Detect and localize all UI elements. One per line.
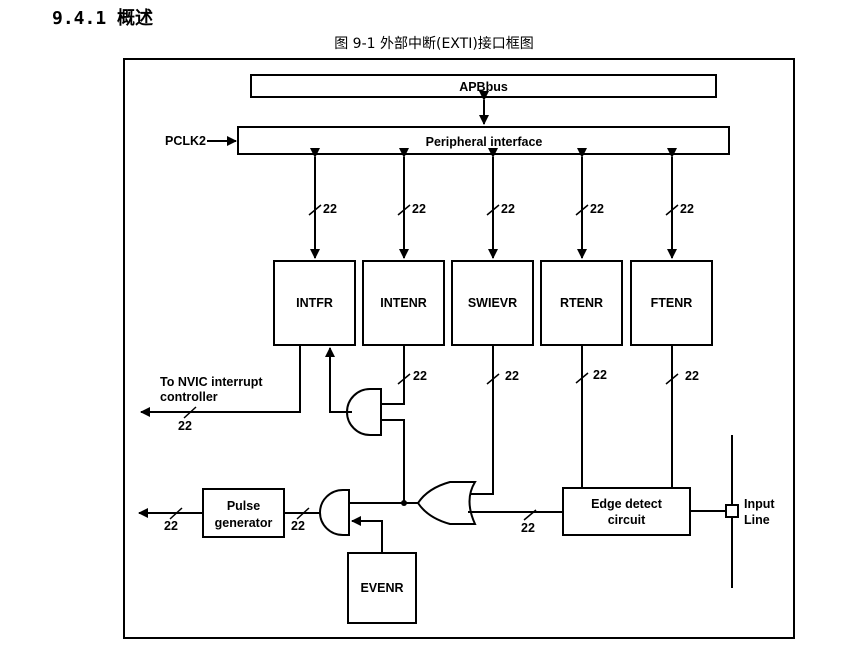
bus-width-label: 22 bbox=[590, 202, 604, 216]
intenr-to-and-line bbox=[381, 345, 405, 405]
bus-width-label: 22 bbox=[505, 369, 519, 383]
register-rtenr-label: RTENR bbox=[560, 296, 603, 310]
register-bus-links bbox=[308, 148, 679, 259]
bus-width-label: 22 bbox=[685, 369, 699, 383]
pulse-generator-label-line2: generator bbox=[215, 516, 273, 530]
evenr-label: EVENR bbox=[360, 581, 403, 595]
bus-slash bbox=[296, 507, 310, 520]
bus-slash bbox=[575, 372, 589, 384]
edge-detect-box bbox=[562, 487, 691, 536]
junction-dot bbox=[401, 500, 407, 506]
evenr-box bbox=[347, 552, 417, 624]
register-swievr: SWIEVR bbox=[451, 260, 534, 346]
bus-slash bbox=[486, 373, 500, 385]
or-to-interrupt-and-line bbox=[381, 419, 405, 503]
interrupt-and-gate bbox=[346, 388, 382, 436]
event-and-gate bbox=[319, 489, 350, 536]
register-swievr-label: SWIEVR bbox=[468, 296, 517, 310]
interrupt-and-output bbox=[325, 347, 352, 413]
bus-width-label: 22 bbox=[412, 202, 426, 216]
peripheral-interface-label: Peripheral interface bbox=[426, 135, 543, 149]
bus-width-label: 22 bbox=[501, 202, 515, 216]
pclk2-label: PCLK2 bbox=[165, 134, 206, 148]
bus-width-label: 22 bbox=[593, 368, 607, 382]
bus-slash bbox=[183, 406, 197, 419]
register-intfr-label: INTFR bbox=[296, 296, 333, 310]
figure-caption: 图 9-1 外部中断(EXTI)接口框图 bbox=[334, 36, 534, 52]
nvic-label-line2: controller bbox=[160, 390, 218, 404]
evenr-to-and-line bbox=[351, 516, 383, 553]
nvic-output-line bbox=[140, 345, 301, 417]
register-ftenr: FTENR bbox=[630, 260, 713, 346]
bus-width-label: 22 bbox=[413, 369, 427, 383]
edge-detect-label-line2: circuit bbox=[608, 513, 646, 527]
section-heading: 9.4.1 概述 bbox=[52, 8, 154, 29]
bus-slash bbox=[169, 507, 183, 520]
register-ftenr-label: FTENR bbox=[651, 296, 693, 310]
register-intfr: INTFR bbox=[273, 260, 356, 346]
bus-width-label: 22 bbox=[680, 202, 694, 216]
register-intenr-label: INTENR bbox=[380, 296, 427, 310]
bus-width-label: 22 bbox=[178, 419, 192, 433]
bus-slash bbox=[523, 509, 537, 521]
bus-width-label: 22 bbox=[323, 202, 337, 216]
bus-width-label: 22 bbox=[164, 519, 178, 533]
bus-width-label: 22 bbox=[521, 521, 535, 535]
pulse-generator-label-line1: Pulse bbox=[227, 499, 260, 513]
bus-slash bbox=[665, 373, 679, 385]
bus-slash bbox=[397, 373, 411, 385]
apb-bus-label: APBbus bbox=[459, 80, 508, 94]
input-line-label-line2: Line bbox=[744, 513, 770, 527]
edge-detect-label-line1: Edge detect bbox=[591, 497, 663, 511]
nvic-label-line1: To NVIC interrupt bbox=[160, 375, 263, 389]
bus-width-label: 22 bbox=[291, 519, 305, 533]
swievr-to-or-line bbox=[471, 345, 494, 495]
input-line-label-line1: Input bbox=[744, 497, 775, 511]
diagram-frame bbox=[123, 58, 795, 639]
input-pin-icon bbox=[725, 504, 739, 518]
trigger-or-gate bbox=[416, 481, 477, 525]
register-intenr: INTENR bbox=[362, 260, 445, 346]
register-rtenr: RTENR bbox=[540, 260, 623, 346]
